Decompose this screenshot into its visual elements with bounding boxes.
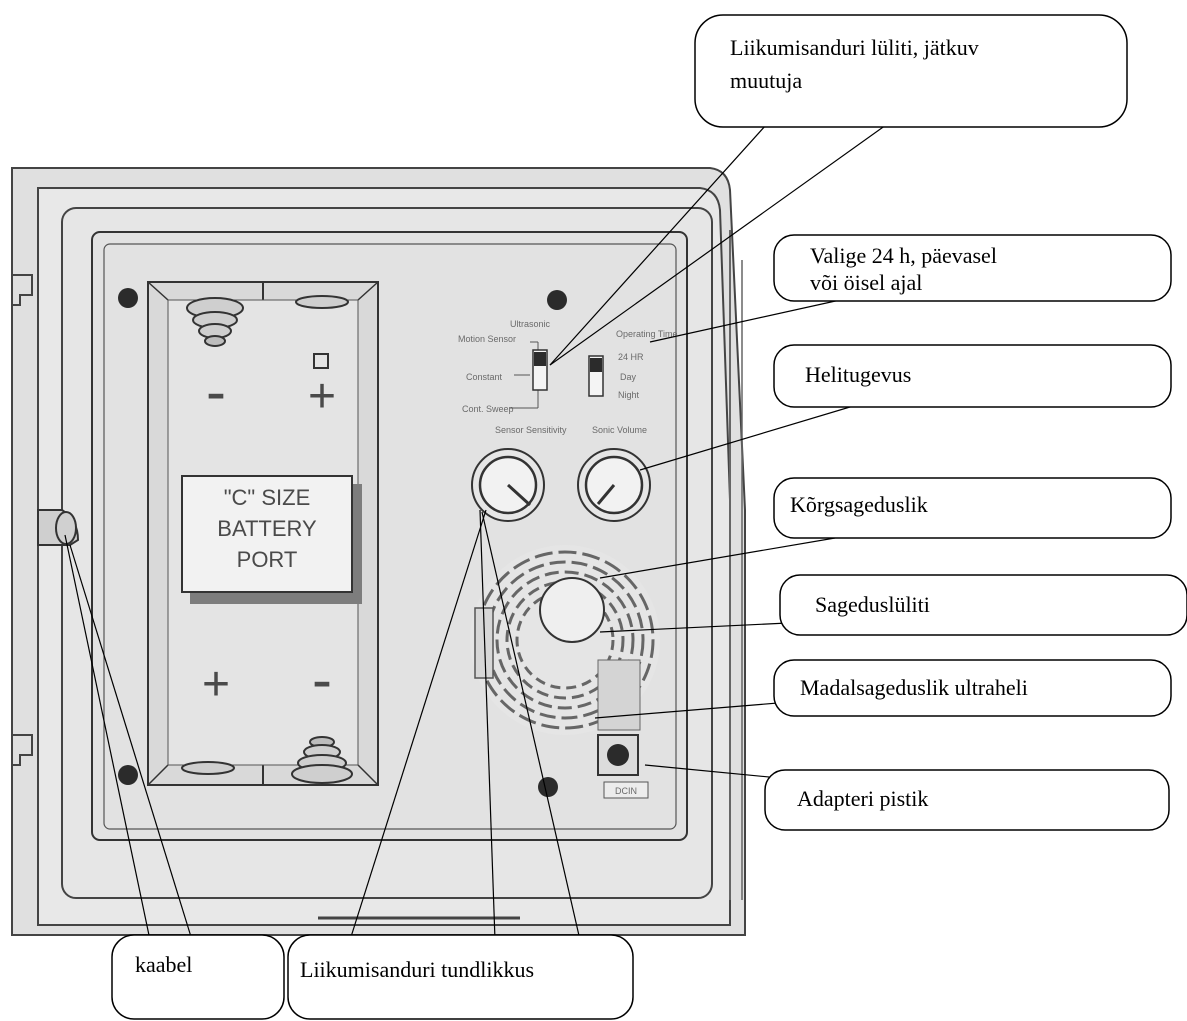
callout-text-low-frequency: Madalsageduslik ultraheli bbox=[800, 675, 1028, 700]
operating-time-area: Operating Time 24 HR Day Night bbox=[588, 329, 678, 400]
screw-holes bbox=[118, 288, 567, 797]
callout-text-volume: Helitugevus bbox=[805, 362, 911, 387]
callout-high-frequency: Kõrgsageduslik bbox=[773, 477, 1172, 539]
operating-time-label: Operating Time bbox=[616, 329, 678, 339]
time-day-label: Day bbox=[620, 372, 637, 382]
screw-bottom-right bbox=[538, 777, 558, 797]
callout-low-frequency: Madalsageduslik ultraheli bbox=[773, 659, 1172, 717]
callout-text-frequency-switch: Sageduslüliti bbox=[815, 592, 930, 617]
callout-text-sensitivity: Liikumisanduri tundlikkus bbox=[300, 957, 534, 982]
callout-text-high-frequency: Kõrgsageduslik bbox=[790, 492, 928, 517]
callout-text-adapter-jack: Adapteri pistik bbox=[797, 786, 928, 811]
flat-contact-icon bbox=[295, 295, 349, 309]
mode-motion-sensor-label: Motion Sensor bbox=[458, 334, 516, 344]
battery-port-label: "C" SIZE BATTERY PORT bbox=[181, 475, 362, 604]
polarity-plus-bottom-left: + bbox=[202, 658, 230, 711]
callout-pointers bbox=[64, 114, 901, 941]
callout-text-motion-sensor-switch: Liikumisanduri lüliti, jätkuv muutuja bbox=[730, 35, 984, 93]
mode-switch-area: Ultrasonic Motion Sensor Constant Cont. … bbox=[458, 319, 551, 414]
callout-sensitivity: Liikumisanduri tundlikkus bbox=[287, 934, 634, 1020]
spring-contact-icon bbox=[291, 736, 353, 784]
time-night-label: Night bbox=[618, 390, 640, 400]
dcin-label: DCIN bbox=[615, 786, 637, 796]
callout-cable: kaabel bbox=[111, 934, 285, 1020]
screw-top-left bbox=[118, 288, 138, 308]
callout-motion-sensor-switch: Liikumisanduri lüliti, jätkuv muutuja bbox=[694, 14, 1128, 128]
callout-operating-time: Valige 24 h, päevasel või öisel ajal bbox=[773, 234, 1172, 302]
sensor-sensitivity-label: Sensor Sensitivity bbox=[495, 425, 567, 435]
sonic-volume-label: Sonic Volume bbox=[592, 425, 647, 435]
mode-ultrasonic-label: Ultrasonic bbox=[510, 319, 551, 329]
battery-label-line1: "C" SIZE bbox=[224, 485, 311, 510]
battery-label-line3: PORT bbox=[237, 547, 298, 572]
callout-text-cable: kaabel bbox=[135, 952, 192, 977]
speaker-grille bbox=[470, 545, 660, 735]
dc-jack: DCIN bbox=[597, 734, 649, 799]
sensitivity-knob-area: Sensor Sensitivity bbox=[471, 425, 567, 522]
polarity-plus-top-right: + bbox=[308, 370, 336, 423]
frequency-switch-dial[interactable] bbox=[539, 577, 605, 643]
screw-top-right bbox=[547, 290, 567, 310]
volume-knob-area: Sonic Volume bbox=[577, 425, 651, 522]
mode-cont-sweep-label: Cont. Sweep bbox=[462, 404, 514, 414]
callout-adapter-jack: Adapteri pistik bbox=[764, 769, 1170, 831]
screw-bottom-left bbox=[118, 765, 138, 785]
polarity-minus-bottom-right: - bbox=[312, 646, 332, 713]
flat-contact-icon bbox=[181, 761, 235, 775]
callout-frequency-switch: Sageduslüliti bbox=[779, 574, 1187, 636]
square-marker-icon bbox=[313, 353, 329, 369]
callout-text-operating-time: Valige 24 h, päevasel või öisel ajal bbox=[810, 243, 1002, 295]
battery-compartment: - + + - "C" SIZE BATTERY PORT bbox=[147, 281, 379, 786]
dc-jack-socket[interactable] bbox=[607, 744, 629, 766]
callout-volume: Helitugevus bbox=[773, 344, 1172, 408]
mode-constant-label: Constant bbox=[466, 372, 503, 382]
time-24hr-label: 24 HR bbox=[618, 352, 644, 362]
spring-contact-icon bbox=[186, 297, 244, 347]
battery-label-line2: BATTERY bbox=[217, 516, 317, 541]
polarity-minus-top-left: - bbox=[206, 358, 226, 425]
